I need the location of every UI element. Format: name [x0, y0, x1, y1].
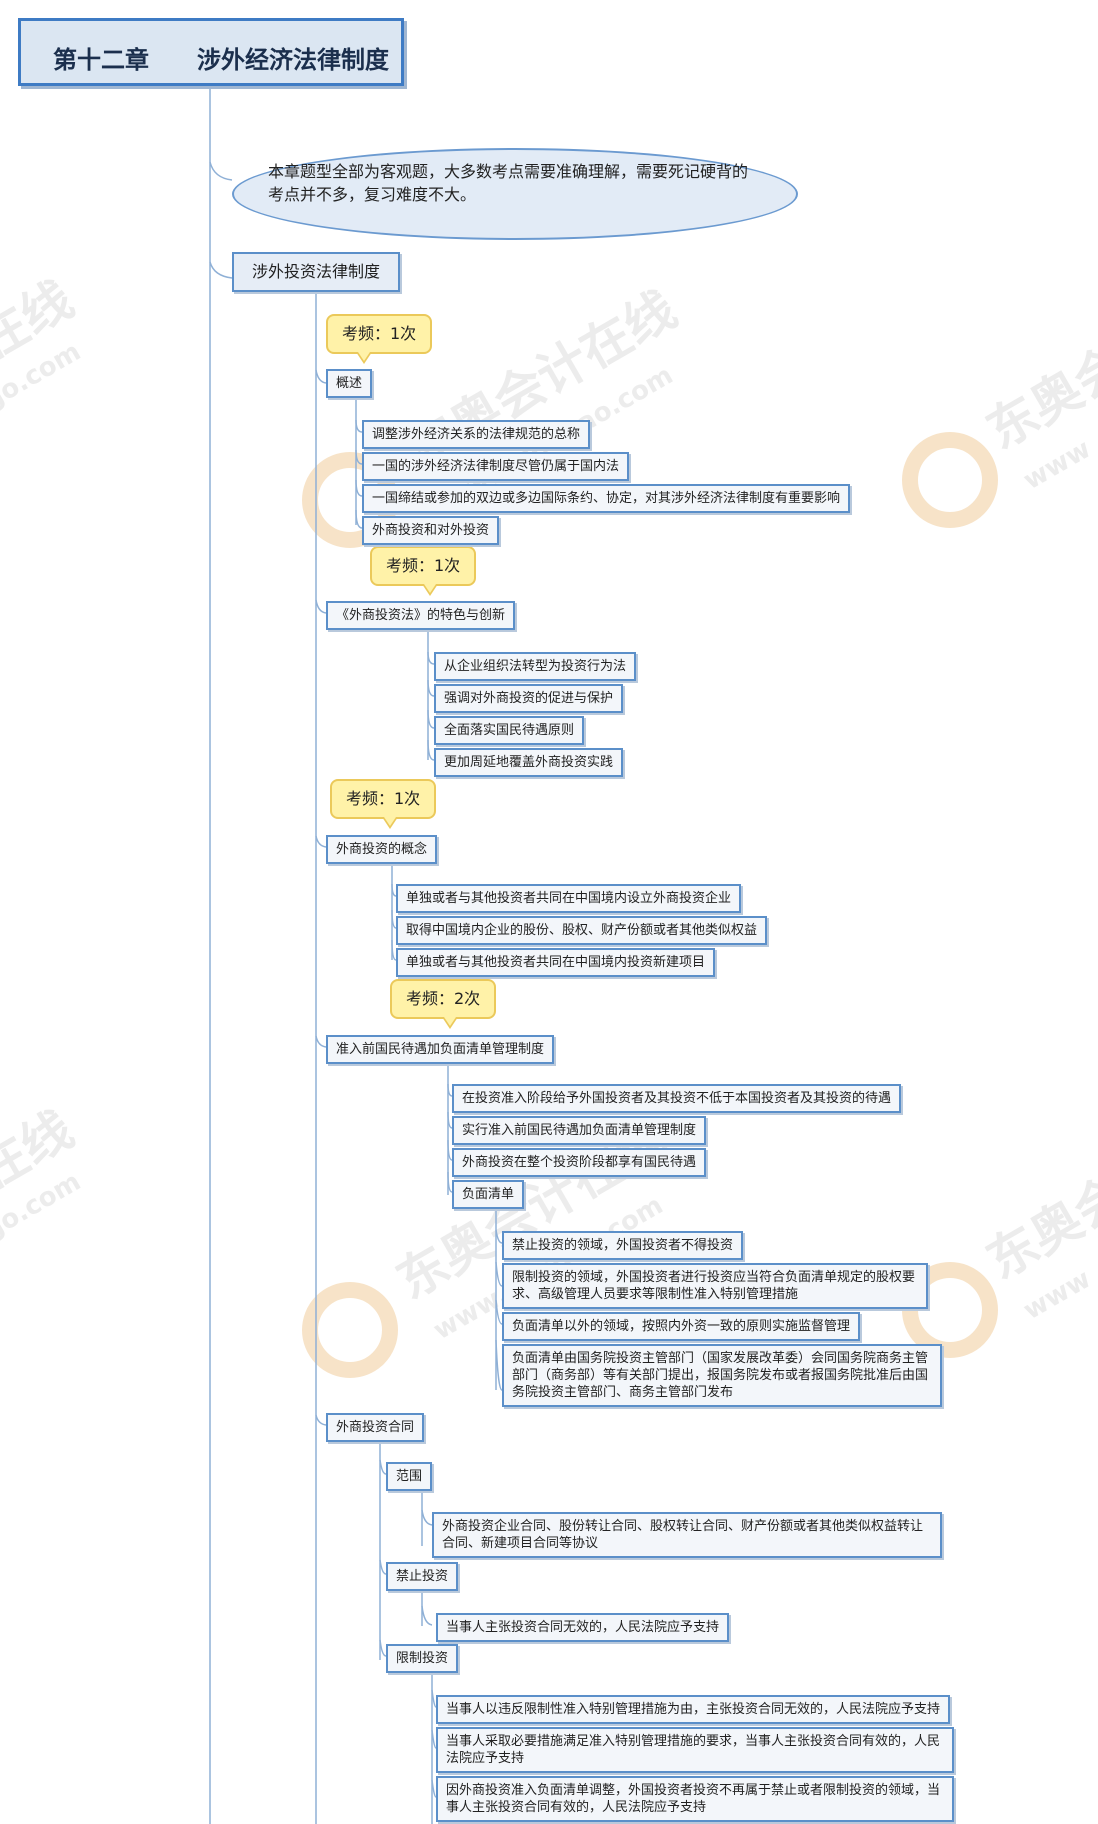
intro-text: 本章题型全部为客观题，大多数考点需要准确理解，需要死记硬背的考点并不多，复习难度…	[268, 162, 749, 204]
topic-label: 《外商投资法》的特色与创新	[336, 608, 506, 623]
topic-label: 外商投资的概念	[336, 842, 428, 857]
list-item[interactable]: 当事人采取必要措施满足准入特别管理措施的要求，当事人主张投资合同有效的，人民法院…	[436, 1727, 954, 1773]
list-item[interactable]: 外商投资企业合同、股份转让合同、股权转让合同、财产份额或者其他类似权益转让合同、…	[432, 1512, 942, 1558]
watermark-url-partial-3: go.com	[0, 1167, 86, 1246]
topic-investment-contract[interactable]: 外商投资合同	[326, 1413, 425, 1442]
list-item[interactable]: 实行准入前国民待遇加负面清单管理制度	[452, 1116, 707, 1145]
list-item[interactable]: 全面落实国民待遇原则	[434, 716, 585, 745]
item-text: 调整涉外经济关系的法律规范的总称	[372, 427, 581, 442]
intro-note: 本章题型全部为客观题，大多数考点需要准确理解，需要死记硬背的考点并不多，复习难度…	[232, 148, 798, 240]
chapter-title: 第十二章 涉外经济法律制度	[18, 18, 404, 86]
item-text: 当事人采取必要措施满足准入特别管理措施的要求，当事人主张投资合同有效的，人民法院…	[446, 1734, 941, 1766]
item-text: 负面清单由国务院投资主管部门（国家发展改革委）会同国务院商务主管部门（商务部）等…	[512, 1351, 929, 1400]
frequency-label: 考频：1次	[342, 324, 417, 343]
frequency-callout: 考频：1次	[330, 779, 437, 829]
topic-law-features[interactable]: 《外商投资法》的特色与创新	[326, 601, 516, 630]
item-text: 一国的涉外经济法律制度尽管仍属于国内法	[372, 459, 620, 474]
watermark-brand-partial-2: 东奥会	[977, 335, 1098, 460]
list-item[interactable]: 调整涉外经济关系的法律规范的总称	[362, 420, 591, 449]
subtopic-label: 负面清单	[462, 1187, 515, 1202]
list-item[interactable]: 因外商投资准入负面清单调整，外国投资者投资不再属于禁止或者限制投资的领域，当事人…	[436, 1776, 954, 1822]
list-item[interactable]: 当事人以违反限制性准入特别管理措施为由，主张投资合同无效的，人民法院应予支持	[436, 1695, 951, 1724]
item-text: 在投资准入阶段给予外国投资者及其投资不低于本国投资者及其投资的待遇	[462, 1091, 892, 1106]
item-text: 当事人以违反限制性准入特别管理措施为由，主张投资合同无效的，人民法院应予支持	[446, 1702, 941, 1717]
list-item[interactable]: 在投资准入阶段给予外国投资者及其投资不低于本国投资者及其投资的待遇	[452, 1084, 902, 1113]
list-item[interactable]: 当事人主张投资合同无效的，人民法院应予支持	[436, 1613, 730, 1642]
item-text: 更加周延地覆盖外商投资实践	[444, 755, 614, 770]
list-item[interactable]: 禁止投资的领域，外国投资者不得投资	[502, 1231, 744, 1260]
frequency-callout: 考频：2次	[390, 979, 497, 1029]
frequency-label: 考频：2次	[406, 989, 481, 1008]
item-text: 一国缔结或参加的双边或多边国际条约、协定，对其涉外经济法律制度有重要影响	[372, 491, 841, 506]
list-item[interactable]: 取得中国境内企业的股份、股权、财产份额或者其他类似权益	[396, 916, 768, 945]
item-text: 外商投资和对外投资	[372, 523, 490, 538]
watermark-url-partial-4: www	[1019, 1264, 1096, 1326]
item-text: 外商投资企业合同、股份转让合同、股权转让合同、财产份额或者其他类似权益转让合同、…	[442, 1519, 924, 1551]
watermark-logo	[302, 1282, 398, 1378]
frequency-label: 考频：1次	[346, 789, 421, 808]
watermark-brand: 东奥会计在线	[397, 280, 686, 480]
item-text: 取得中国境内企业的股份、股权、财产份额或者其他类似权益	[406, 923, 758, 938]
watermark-url-partial-2: www	[1019, 434, 1096, 496]
item-text: 禁止投资的领域，外国投资者不得投资	[512, 1238, 734, 1253]
list-item[interactable]: 单独或者与其他投资者共同在中国境内设立外商投资企业	[396, 884, 742, 913]
item-text: 强调对外商投资的促进与保护	[444, 691, 614, 706]
list-item[interactable]: 负面清单由国务院投资主管部门（国家发展改革委）会同国务院商务主管部门（商务部）等…	[502, 1344, 942, 1407]
list-item[interactable]: 限制投资的领域，外国投资者进行投资应当符合负面清单规定的股权要求、高级管理人员要…	[502, 1263, 928, 1309]
subtopic-label: 禁止投资	[396, 1569, 449, 1584]
item-text: 因外商投资准入负面清单调整，外国投资者投资不再属于禁止或者限制投资的领域，当事人…	[446, 1783, 941, 1815]
topic-label: 概述	[336, 376, 363, 391]
item-text: 单独或者与其他投资者共同在中国境内设立外商投资企业	[406, 891, 732, 906]
watermark-brand-partial-1: 在线	[0, 270, 83, 370]
section-foreign-investment-law[interactable]: 涉外投资法律制度	[232, 252, 401, 292]
item-text: 限制投资的领域，外国投资者进行投资应当符合负面清单规定的股权要求、高级管理人员要…	[512, 1270, 916, 1302]
list-item[interactable]: 更加周延地覆盖外商投资实践	[434, 748, 624, 777]
topic-concept[interactable]: 外商投资的概念	[326, 835, 438, 864]
item-text: 当事人主张投资合同无效的，人民法院应予支持	[446, 1620, 720, 1635]
item-text: 全面落实国民待遇原则	[444, 723, 575, 738]
list-item[interactable]: 强调对外商投资的促进与保护	[434, 684, 624, 713]
list-item[interactable]: 一国的涉外经济法律制度尽管仍属于国内法	[362, 452, 630, 481]
watermark-brand-partial-4: 东奥会	[977, 1165, 1098, 1290]
topic-national-treatment[interactable]: 准入前国民待遇加负面清单管理制度	[326, 1035, 555, 1064]
item-text: 外商投资在整个投资阶段都享有国民待遇	[462, 1155, 697, 1170]
frequency-callout: 考频：1次	[370, 546, 477, 596]
list-item[interactable]: 外商投资在整个投资阶段都享有国民待遇	[452, 1148, 707, 1177]
watermark-brand-partial-3: 在线	[0, 1100, 83, 1200]
subtopic-restricted[interactable]: 限制投资	[386, 1644, 459, 1673]
watermark-logo	[902, 432, 998, 528]
item-text: 负面清单以外的领域，按照内外资一致的原则实施监督管理	[512, 1319, 851, 1334]
topic-label: 外商投资合同	[336, 1420, 415, 1435]
subtopic-negative-list[interactable]: 负面清单	[452, 1180, 525, 1209]
list-item[interactable]: 外商投资和对外投资	[362, 516, 500, 545]
watermark-url-partial-1: go.com	[0, 337, 86, 416]
frequency-label: 考频：1次	[386, 556, 461, 575]
list-item[interactable]: 单独或者与其他投资者共同在中国境内投资新建项目	[396, 948, 716, 977]
list-item[interactable]: 负面清单以外的领域，按照内外资一致的原则实施监督管理	[502, 1312, 861, 1341]
topic-overview[interactable]: 概述	[326, 369, 373, 398]
item-text: 单独或者与其他投资者共同在中国境内投资新建项目	[406, 955, 706, 970]
topic-label: 准入前国民待遇加负面清单管理制度	[336, 1042, 545, 1057]
item-text: 实行准入前国民待遇加负面清单管理制度	[462, 1123, 697, 1138]
frequency-callout: 考频：1次	[326, 314, 433, 364]
subtopic-prohibited[interactable]: 禁止投资	[386, 1562, 459, 1591]
list-item[interactable]: 从企业组织法转型为投资行为法	[434, 652, 637, 681]
subtopic-label: 范围	[396, 1469, 423, 1484]
list-item[interactable]: 一国缔结或参加的双边或多边国际条约、协定，对其涉外经济法律制度有重要影响	[362, 484, 851, 513]
item-text: 从企业组织法转型为投资行为法	[444, 659, 627, 674]
subtopic-scope[interactable]: 范围	[386, 1462, 433, 1491]
section-label: 涉外投资法律制度	[252, 262, 381, 281]
subtopic-label: 限制投资	[396, 1651, 449, 1666]
